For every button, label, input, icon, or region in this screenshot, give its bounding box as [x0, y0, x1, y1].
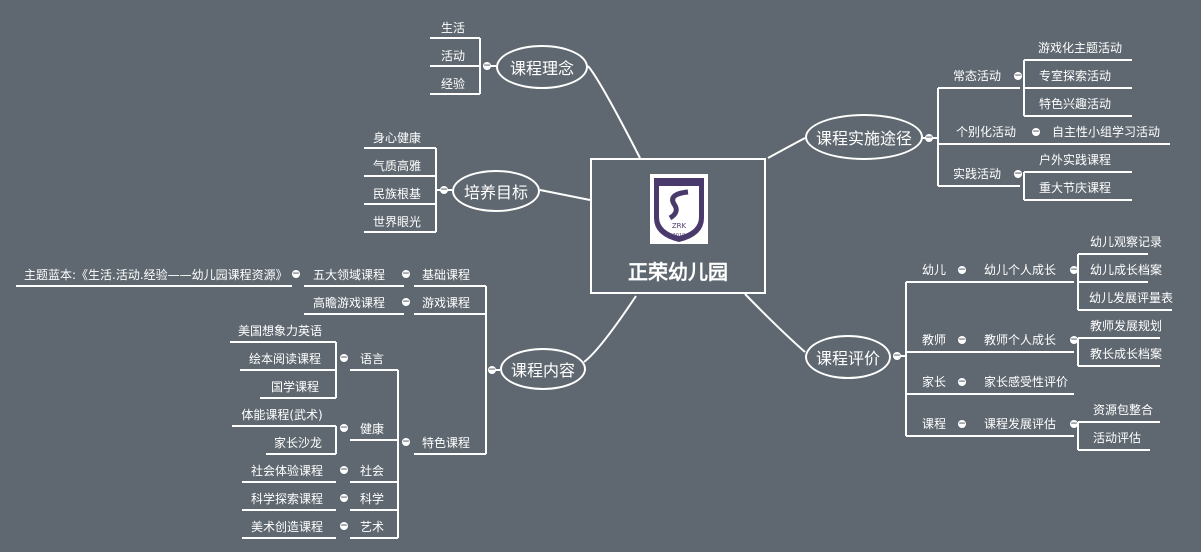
collapse-dot[interactable]: − — [440, 185, 448, 195]
node-wuda-lingyu[interactable]: 五大领域课程 — [312, 268, 385, 282]
collapse-dot[interactable]: − — [925, 133, 933, 143]
leaf-node[interactable]: 活动 — [440, 49, 465, 63]
branch-kecheng-neirong[interactable]: 课程内容 — [500, 348, 586, 390]
collapse-dot[interactable]: − — [1070, 419, 1078, 429]
node-jiankang[interactable]: 健康 — [359, 422, 384, 436]
node-shehui[interactable]: 社会 — [359, 464, 384, 478]
node-zhuti-lanben[interactable]: 主题蓝本:《生活.活动.经验——幼儿园课程资源》 — [24, 268, 288, 282]
collapse-dot[interactable]: − — [340, 423, 348, 433]
node-changtai-huodong[interactable]: 常态活动 — [952, 69, 1001, 83]
leaf-node[interactable]: 资源包整合 — [1092, 403, 1153, 417]
node-kexue[interactable]: 科学 — [359, 492, 384, 506]
leaf-node[interactable]: 教师发展规划 — [1089, 319, 1162, 333]
collapse-dot[interactable]: − — [340, 493, 348, 503]
node-youer[interactable]: 幼儿 — [921, 263, 946, 277]
collapse-dot[interactable]: − — [488, 365, 496, 375]
leaf-node[interactable]: 世界眼光 — [372, 215, 421, 229]
leaf-node[interactable]: 体能课程(武术) — [241, 408, 323, 422]
node-jichu-kecheng[interactable]: 基础课程 — [421, 268, 470, 282]
node-jiazhang-pingjia[interactable]: 家长感受性评价 — [983, 375, 1068, 389]
leaf-node[interactable]: 生活 — [440, 21, 465, 35]
leaf-node[interactable]: 经验 — [440, 77, 465, 91]
collapse-dot[interactable]: − — [893, 351, 901, 361]
central-node[interactable]: ZRK 2019 正荣幼儿园 — [590, 158, 766, 294]
kindergarten-logo: ZRK 2019 — [650, 174, 708, 244]
node-jiaoshi[interactable]: 教师 — [921, 333, 946, 347]
branch-kecheng-pingjia[interactable]: 课程评价 — [805, 335, 891, 379]
leaf-node[interactable]: 科学探索课程 — [250, 492, 323, 506]
collapse-dot[interactable]: − — [958, 419, 966, 429]
collapse-dot[interactable]: − — [483, 61, 491, 71]
branch-shishi-tujing[interactable]: 课程实施途径 — [805, 114, 923, 160]
node-yuyan[interactable]: 语言 — [359, 352, 384, 366]
node-kecheng[interactable]: 课程 — [921, 417, 946, 431]
collapse-dot[interactable]: − — [402, 437, 410, 447]
node-youxi-kecheng[interactable]: 游戏课程 — [421, 296, 470, 310]
svg-text:ZRK: ZRK — [672, 222, 687, 230]
collapse-dot[interactable]: − — [1070, 335, 1078, 345]
leaf-node[interactable]: 美国想象力英语 — [237, 324, 322, 338]
collapse-dot[interactable]: − — [402, 269, 410, 279]
branch-peiyang-mubiao[interactable]: 培养目标 — [452, 170, 540, 212]
leaf-node[interactable]: 幼儿观察记录 — [1089, 235, 1162, 249]
leaf-node[interactable]: 身心健康 — [372, 131, 421, 145]
leaf-node[interactable]: 特色兴趣活动 — [1038, 97, 1111, 111]
leaf-node[interactable]: 家长沙龙 — [273, 436, 322, 450]
node-kecheng-pinggu[interactable]: 课程发展评估 — [983, 417, 1056, 431]
leaf-node[interactable]: 活动评估 — [1092, 431, 1141, 445]
leaf-node[interactable]: 教长成长档案 — [1089, 347, 1162, 361]
leaf-node[interactable]: 美术创造课程 — [250, 520, 323, 534]
leaf-node[interactable]: 幼儿发展评量表 — [1088, 291, 1173, 305]
collapse-dot[interactable]: − — [958, 335, 966, 345]
collapse-dot[interactable]: − — [958, 265, 966, 275]
leaf-node[interactable]: 绘本阅读课程 — [248, 352, 321, 366]
leaf-node[interactable]: 气质高雅 — [372, 159, 421, 173]
collapse-dot[interactable]: − — [340, 521, 348, 531]
collapse-dot[interactable]: − — [1070, 265, 1078, 275]
node-yishu[interactable]: 艺术 — [359, 520, 384, 534]
collapse-dot[interactable]: − — [1032, 127, 1040, 137]
collapse-dot[interactable]: − — [1014, 169, 1022, 179]
collapse-dot[interactable]: − — [292, 269, 300, 279]
leaf-node[interactable]: 民族根基 — [372, 187, 421, 201]
leaf-node[interactable]: 国学课程 — [270, 380, 319, 394]
leaf-node[interactable]: 专室探索活动 — [1038, 69, 1111, 83]
node-gebiehua-huodong[interactable]: 个别化活动 — [955, 125, 1016, 139]
node-youer-chengzhang[interactable]: 幼儿个人成长 — [983, 263, 1056, 277]
node-jiazhang[interactable]: 家长 — [921, 375, 946, 389]
node-tese-kecheng[interactable]: 特色课程 — [421, 436, 470, 450]
branch-kecheng-linian[interactable]: 课程理念 — [496, 45, 588, 89]
collapse-dot[interactable]: − — [1014, 71, 1022, 81]
leaf-node[interactable]: 社会体验课程 — [250, 464, 323, 478]
collapse-dot[interactable]: − — [340, 353, 348, 363]
collapse-dot[interactable]: − — [340, 465, 348, 475]
collapse-dot[interactable]: − — [958, 377, 966, 387]
center-title: 正荣幼儿园 — [628, 260, 728, 284]
leaf-node[interactable]: 户外实践课程 — [1038, 153, 1111, 167]
leaf-node[interactable]: 自主性小组学习活动 — [1051, 125, 1160, 139]
node-jiaoshi-chengzhang[interactable]: 教师个人成长 — [983, 333, 1056, 347]
svg-text:2019: 2019 — [673, 233, 686, 239]
node-gaozhan-youxi[interactable]: 高瞻游戏课程 — [312, 296, 385, 310]
leaf-node[interactable]: 幼儿成长档案 — [1089, 263, 1162, 277]
collapse-dot[interactable]: − — [402, 297, 410, 307]
node-shijian-huodong[interactable]: 实践活动 — [952, 167, 1001, 181]
leaf-node[interactable]: 重大节庆课程 — [1038, 181, 1111, 195]
leaf-node[interactable]: 游戏化主题活动 — [1037, 41, 1122, 55]
